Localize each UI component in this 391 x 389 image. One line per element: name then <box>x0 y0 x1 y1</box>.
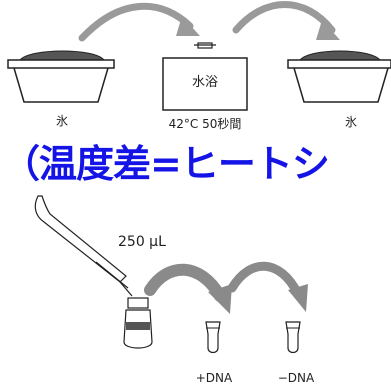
bottle-icon <box>123 297 153 349</box>
pipette-icon <box>34 195 133 297</box>
top-arrow-right <box>232 1 340 40</box>
heat-shock-banner: （温度差=ヒートシ <box>2 142 330 186</box>
bottom-arrow-right <box>227 261 308 312</box>
microtube-plus-icon <box>205 321 221 354</box>
ice-tray-left-icon <box>7 50 115 103</box>
ice-tray-right-icon <box>287 50 391 103</box>
microtube-minus-icon <box>285 321 301 354</box>
bath-condition-label: 42°C 50秒間 <box>169 117 242 131</box>
water-bath-icon <box>162 42 248 111</box>
ice-left-label: 氷 <box>56 114 68 128</box>
ice-right-label: 氷 <box>345 115 357 129</box>
bottom-arrow-left <box>144 263 232 314</box>
minus-dna-label: −DNA <box>278 371 315 385</box>
plus-dna-label: +DNA <box>196 371 233 385</box>
water-bath-label: 水浴 <box>192 75 218 90</box>
volume-label: 250 µL <box>118 234 166 250</box>
top-arrow-left <box>78 2 200 42</box>
